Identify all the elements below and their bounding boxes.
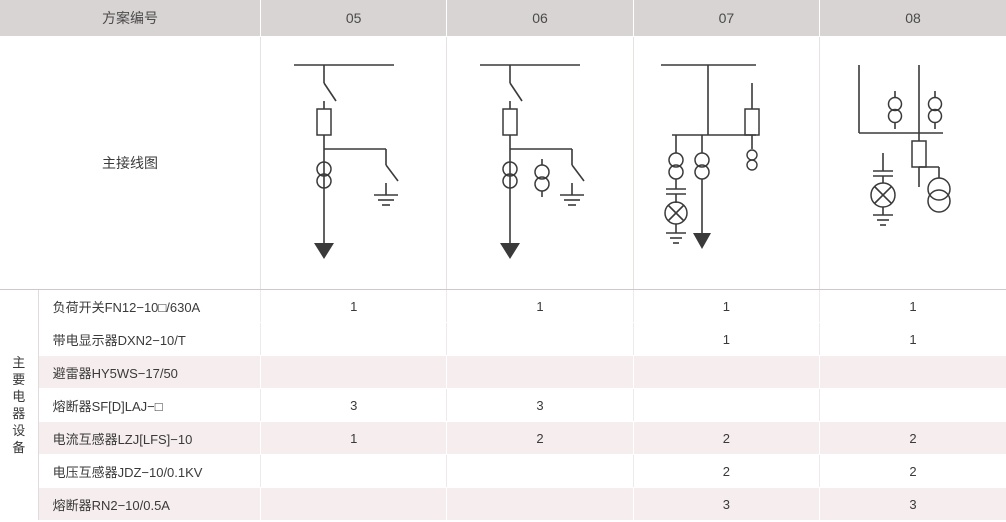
single-line-diagram-07: [661, 64, 761, 249]
row-value: [260, 487, 448, 521]
single-line-diagram-06: [480, 64, 585, 259]
table-row: 主 要 电 器 设 备 负荷开关FN12−10□/630A 1 1 1 1: [0, 289, 1006, 521]
row-value: 3: [819, 487, 1006, 521]
row-value: 3: [446, 388, 634, 422]
table-row: 电压互感器JDZ−10/0.1KV 2 2: [0, 454, 1006, 488]
diagram-cell-06: [446, 36, 634, 290]
side-label-char-0: 主: [12, 355, 26, 370]
table-row: 带电显示器DXN2−10/T 1 1: [0, 322, 1006, 356]
row-name: 熔断器SF[D]LAJ−□: [38, 388, 262, 422]
header-col-07: 07: [633, 0, 821, 37]
row-value: 1: [819, 322, 1006, 356]
row-value: 1: [633, 322, 821, 356]
header-col-06: 06: [446, 0, 634, 37]
row-value: 3: [633, 487, 821, 521]
row-value: [260, 355, 448, 389]
header-col-05: 05: [260, 0, 448, 37]
row-value: 1: [260, 289, 448, 323]
items-body: 主 要 电 器 设 备 负荷开关FN12−10□/630A 1 1 1 1 带电…: [0, 289, 1006, 521]
row-value: 2: [633, 454, 821, 488]
diagram-body: 主接线图: [0, 36, 1006, 290]
row-value: 1: [633, 289, 821, 323]
header-row: 方案编号 05 06 07 08: [0, 0, 1006, 37]
side-label-char-3: 器: [12, 406, 26, 421]
row-value: 2: [446, 421, 634, 455]
table-head: 方案编号 05 06 07 08: [0, 0, 1006, 37]
diagram-cell-07: [633, 36, 821, 290]
header-col-08: 08: [819, 0, 1006, 37]
table-row: 电流互感器LZJ[LFS]−10 1 2 2 2: [0, 421, 1006, 455]
row-value: 3: [260, 388, 448, 422]
row-name: 负荷开关FN12−10□/630A: [38, 289, 262, 323]
row-value: [446, 355, 634, 389]
side-label-char-1: 要: [12, 372, 26, 387]
diagram-row-label: 主接线图: [0, 36, 261, 290]
row-value: [446, 487, 634, 521]
single-line-diagram-05: [293, 64, 399, 259]
row-name: 熔断器RN2−10/0.5A: [38, 487, 262, 521]
side-label-char-2: 电: [12, 389, 26, 404]
diagram-row: 主接线图: [0, 36, 1006, 290]
row-value: [633, 388, 821, 422]
side-label-main-equipment: 主 要 电 器 设 备: [0, 289, 39, 521]
row-value: [819, 355, 1006, 389]
diagram-cell-08: [819, 36, 1006, 290]
row-name: 避雷器HY5WS−17/50: [38, 355, 262, 389]
row-value: 2: [633, 421, 821, 455]
row-value: [633, 355, 821, 389]
row-value: [260, 322, 448, 356]
row-value: [260, 454, 448, 488]
side-label-char-5: 备: [12, 440, 26, 455]
row-value: 1: [446, 289, 634, 323]
header-scheme-label: 方案编号: [0, 0, 261, 37]
row-value: [446, 454, 634, 488]
diagram-cell-05: [260, 36, 448, 290]
table-row: 熔断器SF[D]LAJ−□ 3 3: [0, 388, 1006, 422]
row-value: 2: [819, 454, 1006, 488]
side-label-char-4: 设: [12, 423, 26, 438]
table-row: 避雷器HY5WS−17/50: [0, 355, 1006, 389]
row-name: 电流互感器LZJ[LFS]−10: [38, 421, 262, 455]
row-value: 1: [819, 289, 1006, 323]
row-value: 2: [819, 421, 1006, 455]
single-line-diagram-08: [858, 65, 951, 226]
table-row: 熔断器RN2−10/0.5A 3 3: [0, 487, 1006, 521]
row-value: 1: [260, 421, 448, 455]
row-value: [819, 388, 1006, 422]
row-value: [446, 322, 634, 356]
row-name: 电压互感器JDZ−10/0.1KV: [38, 454, 262, 488]
row-name: 带电显示器DXN2−10/T: [38, 322, 262, 356]
